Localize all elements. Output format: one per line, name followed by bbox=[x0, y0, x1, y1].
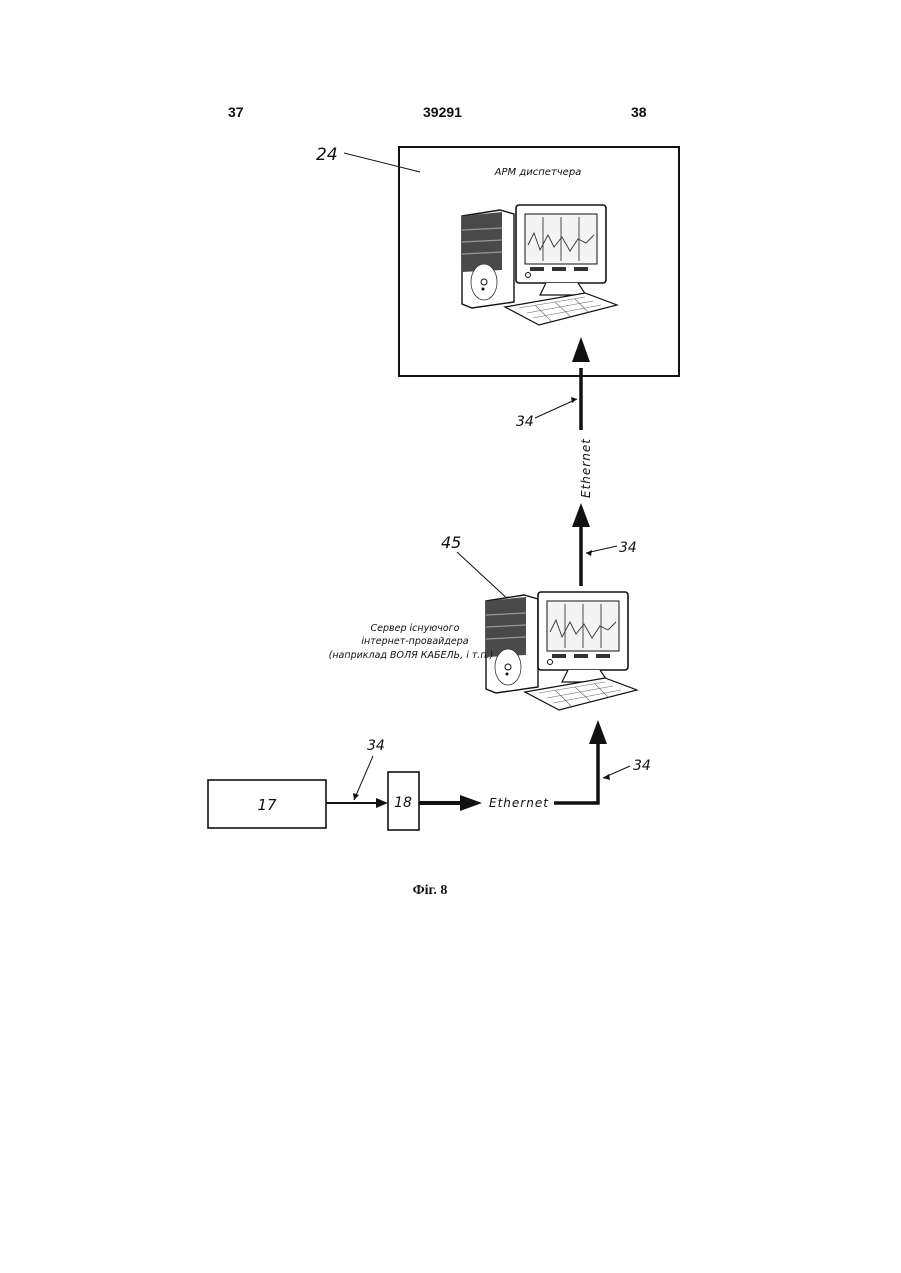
ethernet-horizontal-label: Ethernet bbox=[489, 796, 549, 810]
link-ref-34-c: 34 bbox=[367, 738, 385, 754]
uplink-arrow-lower bbox=[572, 503, 590, 586]
server-label-line-3: (наприклад ВОЛЯ КАБЕЛЬ, і т.п.) bbox=[329, 650, 494, 661]
ethernet-vertical-label: Ethernet bbox=[579, 438, 593, 498]
server-label-line-1: Сервер існуючого bbox=[371, 623, 460, 634]
link-ref-34-d: 34 bbox=[633, 758, 651, 774]
link-17-to-18 bbox=[326, 798, 388, 808]
block-18-label: 18 bbox=[394, 795, 412, 811]
operator-box-title: АРМ диспетчера bbox=[494, 167, 582, 178]
link-18-to-ethernet bbox=[419, 795, 482, 811]
server-computer-icon bbox=[486, 592, 637, 710]
figure-caption: Фіг. 8 bbox=[0, 883, 860, 899]
ref-45-label: 45 bbox=[441, 533, 461, 552]
link-ref-34-b: 34 bbox=[619, 540, 637, 556]
ref-24-label: 24 bbox=[316, 145, 338, 165]
link-ref-34-a: 34 bbox=[516, 414, 534, 430]
server-label-line-2: інтернет-провайдера bbox=[361, 636, 468, 647]
block-17-label: 17 bbox=[257, 796, 277, 814]
link-ethernet-to-server bbox=[554, 720, 607, 803]
